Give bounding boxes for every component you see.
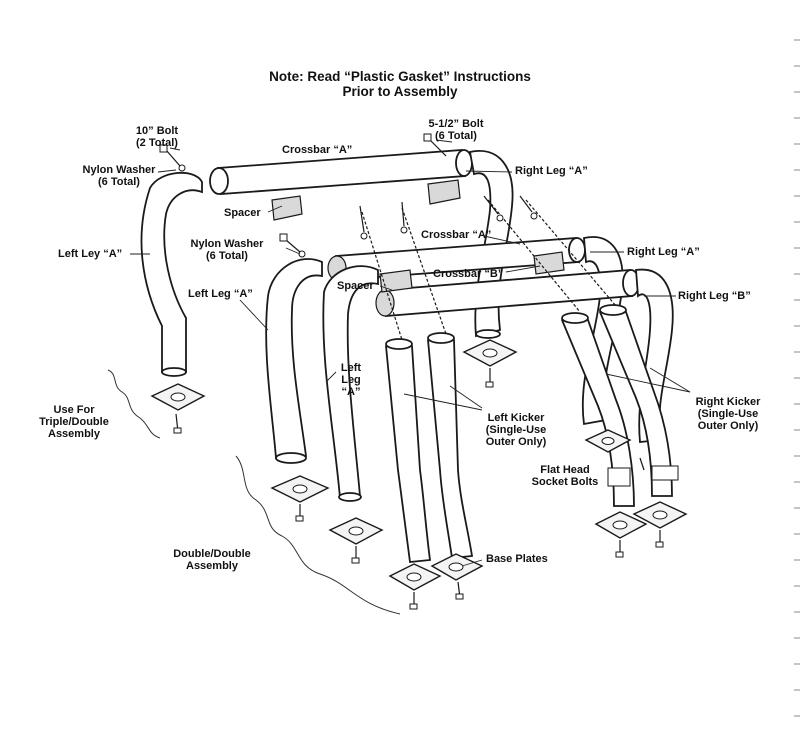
left-leg-a-front-tube [322, 265, 379, 499]
label-nylon-washer-top: Nylon Washer (6 Total) [74, 164, 164, 188]
label-spacer-top: Spacer [224, 207, 261, 219]
left-leg-a-mid-tube [265, 258, 323, 459]
label-flat-head-2: Socket Bolts [531, 476, 599, 488]
bolt-10-inch-left [159, 144, 186, 172]
label-bolt-5-5: 5-1/2” Bolt (6 Total) [420, 118, 492, 142]
bolt-vertical-1 [359, 195, 538, 240]
bolt-mid-left [279, 233, 306, 258]
label-nylon-washer-top-count: (6 Total) [98, 176, 140, 188]
label-bolt-5-5-name: 5-1/2” Bolt [428, 118, 484, 130]
label-double-double-2: Assembly [186, 560, 238, 572]
label-double-double-1: Double/Double [173, 548, 251, 560]
label-use-for-triple: Use For Triple/Double Assembly [28, 404, 120, 440]
note-title-line1: Note: Read “Plastic Gasket” Instructions [269, 69, 531, 84]
label-bolt-5-5-count: (6 Total) [435, 130, 477, 142]
label-crossbar-a-top: Crossbar “A” [282, 144, 353, 156]
left-ley-a-tube [140, 171, 203, 373]
label-left-leg-a-mid: Left Leg “A” [188, 288, 253, 300]
base-plate-triple-1 [150, 383, 206, 434]
label-left-kicker-1: Left Kicker [487, 412, 545, 424]
label-nylon-washer-mid-count: (6 Total) [206, 250, 248, 262]
base-plate-right-kicker-2 [632, 501, 688, 548]
base-plate-top-right [462, 339, 518, 388]
label-left-kicker-2: (Single-Use [485, 424, 547, 436]
label-right-kicker: Right Kicker (Single-Use Outer Only) [686, 396, 770, 432]
base-plate-right-kicker-1 [594, 511, 648, 558]
spacer-top [271, 195, 303, 221]
base-plate-right-mid [584, 429, 632, 453]
label-crossbar-b: Crossbar “B” [433, 268, 504, 280]
label-right-kicker-3: Outer Only) [697, 420, 759, 432]
label-use-for-2: Triple/Double [39, 416, 109, 428]
label-left-leg-a-front: Left Leg “A” [334, 362, 368, 398]
label-left-leg-a-front-3: “A” [341, 386, 361, 398]
label-use-for-3: Assembly [48, 428, 100, 440]
label-spacer-mid: Spacer [337, 280, 374, 292]
label-nylon-washer-top-name: Nylon Washer [82, 164, 156, 176]
label-right-leg-b: Right Leg “B” [678, 290, 751, 302]
label-right-kicker-1: Right Kicker [695, 396, 761, 408]
label-nylon-washer-mid-name: Nylon Washer [190, 238, 264, 250]
edge-tick-marks [794, 39, 800, 717]
label-left-ley-a: Left Ley “A” [58, 248, 123, 260]
base-plate-left-kicker-1 [388, 563, 442, 610]
left-kicker-2 [427, 333, 474, 559]
label-use-for-1: Use For [53, 404, 95, 416]
label-left-kicker-3: Outer Only) [485, 436, 547, 448]
label-right-kicker-2: (Single-Use [697, 408, 759, 420]
label-bolt-10-name: 10” Bolt [135, 125, 179, 137]
label-right-leg-a-top: Right Leg “A” [515, 165, 588, 177]
label-base-plates: Base Plates [486, 553, 548, 565]
spacer-mid [379, 269, 413, 293]
crossbar-b [383, 269, 633, 317]
label-flat-head-socket-bolts: Flat Head Socket Bolts [524, 464, 606, 488]
base-plate-left-kicker-2 [430, 553, 484, 600]
label-double-double: Double/Double Assembly [164, 548, 260, 572]
label-left-leg-a-front-2: Leg [341, 374, 361, 386]
label-bolt-10: 10” Bolt (2 Total) [126, 125, 188, 149]
bolt-5-5-inch-top [423, 133, 447, 157]
note-title-line2: Prior to Assembly [342, 84, 458, 99]
label-bolt-10-count: (2 Total) [136, 137, 178, 149]
label-left-kicker: Left Kicker (Single-Use Outer Only) [476, 412, 556, 448]
label-left-leg-a-front-1: Left [340, 362, 362, 374]
flat-head-socket-bolts [607, 457, 679, 487]
left-kicker-1 [385, 339, 432, 563]
label-nylon-washer-mid: Nylon Washer (6 Total) [182, 238, 272, 262]
base-plate-double-1 [270, 475, 330, 522]
label-flat-head-1: Flat Head [540, 464, 590, 476]
base-plate-double-2 [328, 517, 384, 564]
label-right-leg-a-mid: Right Leg “A” [627, 246, 700, 258]
label-crossbar-a-mid: Crossbar “A” [421, 229, 492, 241]
